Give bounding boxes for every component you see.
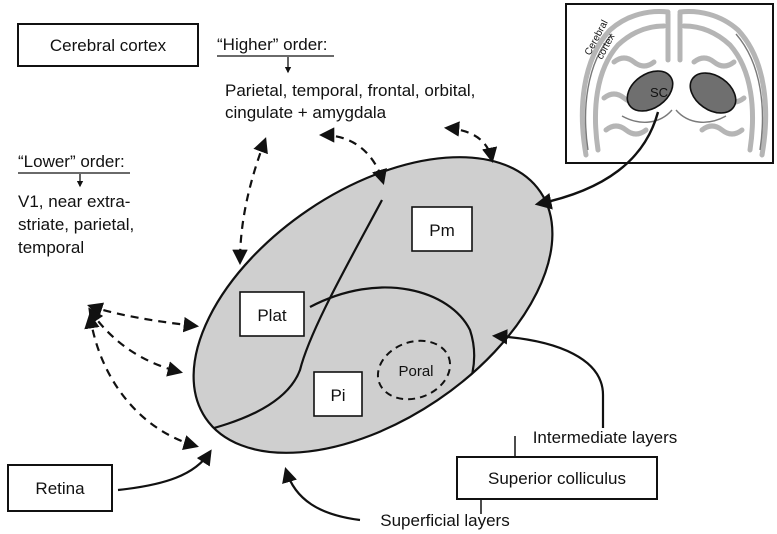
higher-order-line-1: Parietal, temporal, frontal, orbital, <box>225 81 475 100</box>
cerebral-cortex-label: Cerebral cortex <box>50 36 167 55</box>
lower-order-title: “Lower” order: <box>18 152 125 171</box>
higher-order-title: “Higher” order: <box>217 35 328 54</box>
higher-order-line-2: cingulate + amygdala <box>225 103 387 122</box>
lower-order-arrow-3 <box>90 316 196 446</box>
pm-box: Pm <box>412 207 472 251</box>
lower-order-line-3: temporal <box>18 238 84 257</box>
lower-order-line-2: striate, parietal, <box>18 215 134 234</box>
intermediate-layers-label: Intermediate layers <box>533 428 678 447</box>
higher-order-group: “Higher” order: Parietal, temporal, fron… <box>217 35 475 122</box>
plat-box: Plat <box>240 292 304 336</box>
intermediate-arrow <box>495 336 603 428</box>
inset-sc-label: SC <box>650 85 668 100</box>
brain-section-inset: Cerebral cortex SC <box>566 4 773 163</box>
superficial-arrow <box>286 470 360 520</box>
cortex-plat-arrow <box>240 140 265 262</box>
pm-label: Pm <box>429 221 455 240</box>
lower-order-group: “Lower” order: V1, near extra- striate, … <box>18 152 134 257</box>
pi-label: Pi <box>330 386 345 405</box>
cerebral-cortex-box: Cerebral cortex <box>18 24 198 66</box>
lower-order-line-1: V1, near extra- <box>18 192 130 211</box>
superior-colliculus-label: Superior colliculus <box>488 469 626 488</box>
superior-colliculus-box: Superior colliculus <box>457 457 657 499</box>
poral-label: Poral <box>398 363 433 380</box>
retina-arrow <box>118 452 210 490</box>
plat-label: Plat <box>257 306 287 325</box>
superficial-layers-label: Superficial layers <box>380 511 509 530</box>
retina-label: Retina <box>35 479 85 498</box>
pi-box: Pi <box>314 372 362 416</box>
higher-order-pm-arrow-2 <box>447 128 492 160</box>
retina-box: Retina <box>8 465 112 511</box>
lower-order-arrow-1 <box>90 306 196 326</box>
